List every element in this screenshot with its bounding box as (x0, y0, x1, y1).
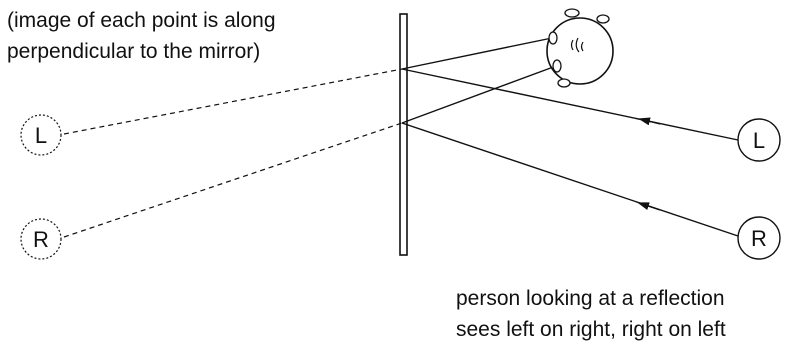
image-point-right: R (21, 219, 61, 259)
object-point-left: L (738, 119, 780, 161)
direction-arrow-left (640, 119, 660, 124)
observer-head-icon (547, 9, 613, 87)
image-ray-left (64, 69, 402, 134)
reflected-ray-left (402, 38, 552, 69)
object-point-right-label: R (751, 226, 767, 251)
incident-ray-right (402, 123, 738, 236)
object-point-right: R (738, 217, 780, 259)
object-point-left-label: L (753, 128, 765, 153)
image-point-left: L (21, 115, 61, 155)
image-point-right-label: R (33, 227, 49, 252)
image-point-left-label: L (35, 123, 47, 148)
mirror (400, 14, 407, 255)
image-ray-right (64, 123, 402, 237)
direction-arrow-right (639, 203, 660, 210)
